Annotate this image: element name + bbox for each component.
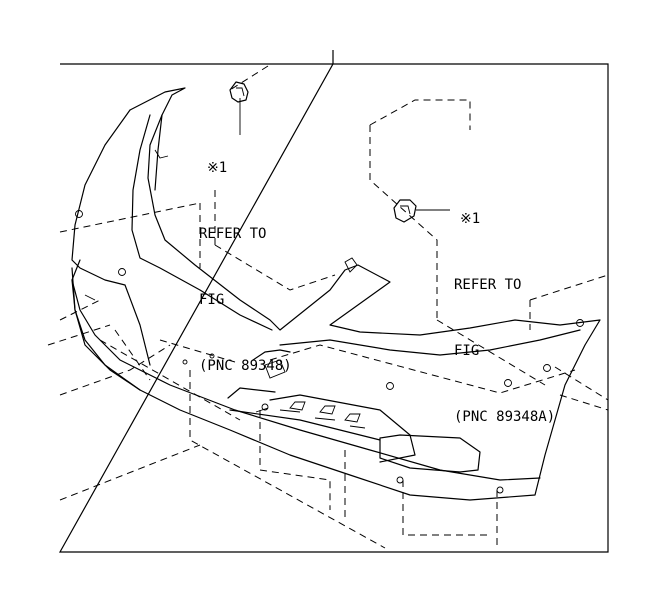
callout-pnc: (PNC 89348) [199,358,292,374]
reference-lines [47,65,609,549]
callout-text-fig: FIG [454,343,480,359]
diagram-frame [58,50,609,553]
bumper-cover [71,87,601,501]
refer-to-fig-callout-89348a: ※1 REFER TO FIG (PNC 89348A) [454,164,555,450]
callout-mark: ※1 [207,160,228,176]
callout-mark: ※1 [460,211,481,227]
callout-text-fig: FIG [199,292,225,308]
refer-to-fig-callout-89348: ※1 REFER TO FIG (PNC 89348) [199,113,292,399]
callout-text-refer: REFER TO [454,277,522,293]
callout-text-refer: REFER TO [199,226,267,242]
callout-pnc: (PNC 89348A) [454,409,556,425]
retainer-clip-right [393,199,450,223]
retainer-clip-upper [229,81,249,135]
